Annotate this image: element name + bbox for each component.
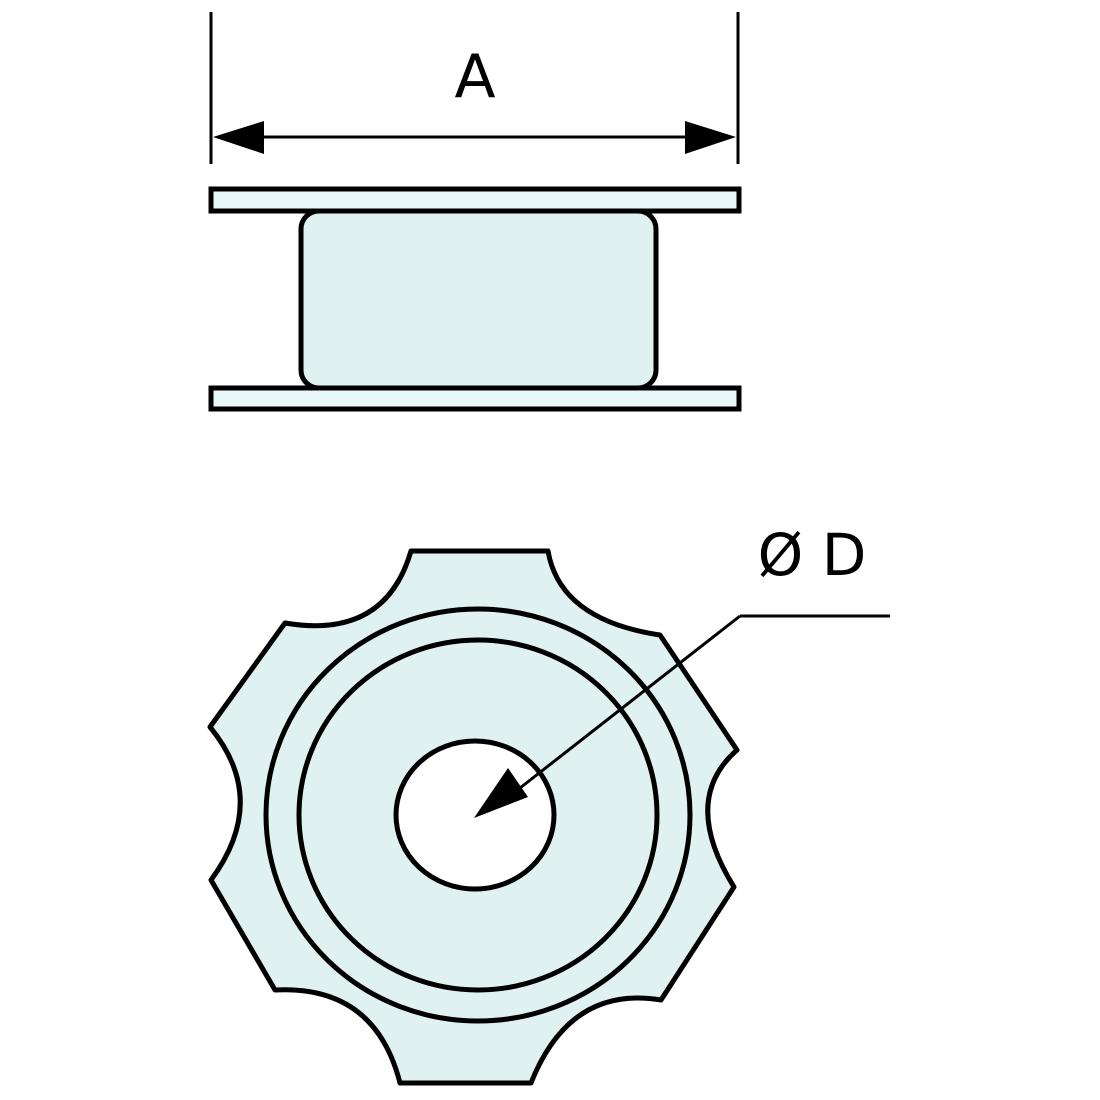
top-flange [208, 186, 742, 214]
arrowhead-left-icon [213, 121, 264, 154]
center-bore [393, 738, 557, 892]
dimension-label-d: Ø D [758, 521, 867, 589]
leader-diagonal [519, 614, 741, 790]
center-body [298, 208, 659, 391]
dimension-label-a: A [454, 42, 495, 112]
outer-ring [263, 606, 693, 1024]
inner-ring [296, 637, 660, 993]
side-view [208, 186, 742, 412]
dimension-a: A [209, 12, 740, 164]
arrowhead-diameter-icon [474, 768, 528, 818]
dimension-d: Ø D [474, 521, 890, 818]
bottom-flange [208, 385, 742, 412]
arrowhead-right-icon [685, 121, 736, 154]
top-view [207, 548, 740, 1086]
